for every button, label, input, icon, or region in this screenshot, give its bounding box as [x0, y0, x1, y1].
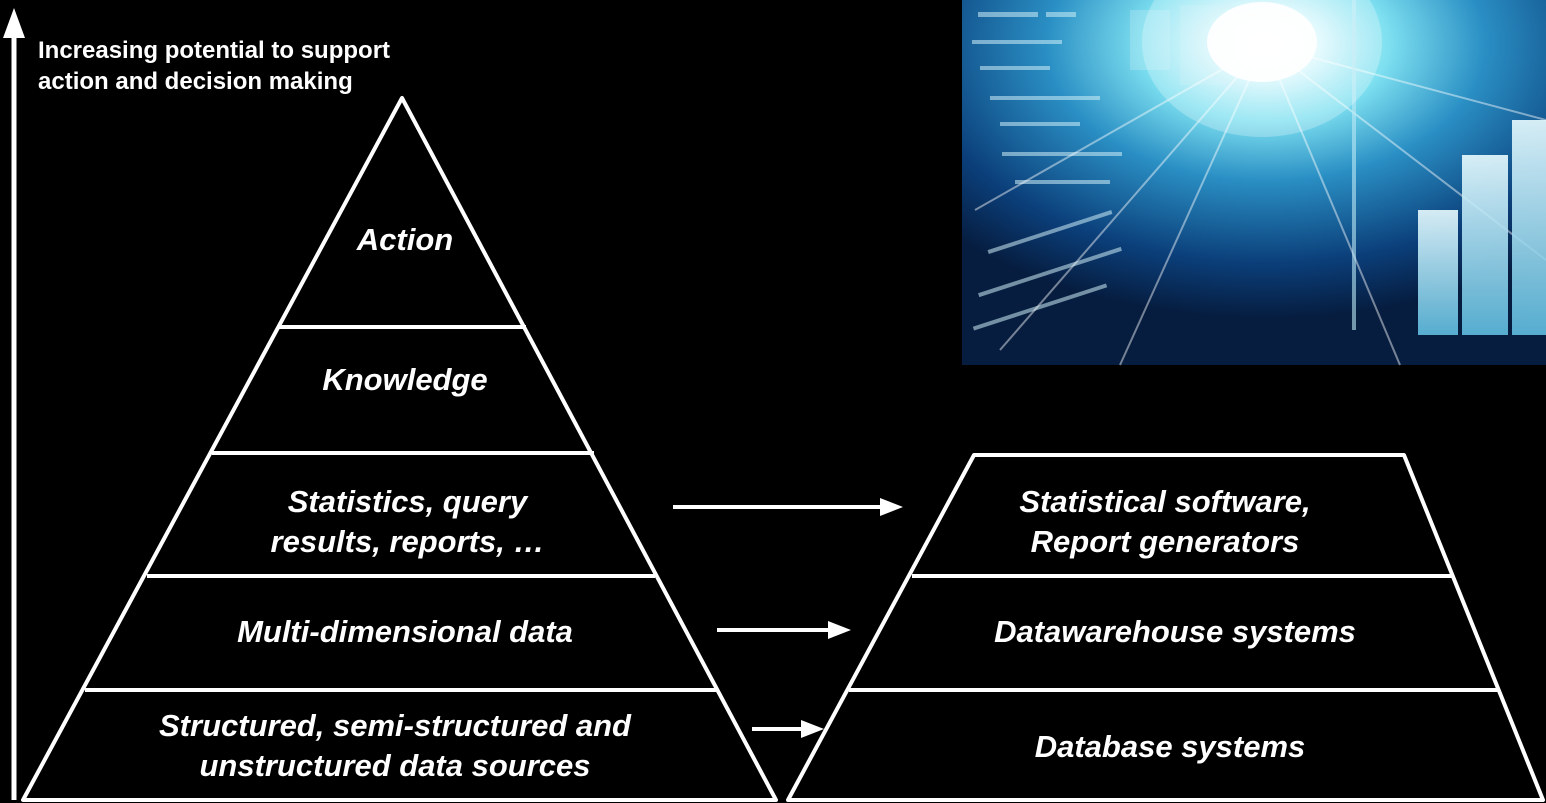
pyramid — [21, 96, 778, 802]
systems-trapezoid — [786, 453, 1545, 802]
pyramid-level-label: Structured, semi-structured and unstruct… — [159, 708, 631, 783]
systems-level-label: Statistical software, Report generators — [1019, 484, 1311, 559]
arrow-multidim-to-datawarehouse — [717, 621, 851, 639]
pyramid-level-multidimensional: Multi-dimensional data — [170, 612, 640, 652]
vertical-axis-arrow — [3, 8, 25, 800]
pyramid-level-label: Knowledge — [322, 362, 488, 397]
systems-level-label: Datawarehouse systems — [994, 614, 1356, 649]
pyramid-level-label: Statistics, query results, reports, … — [270, 484, 545, 559]
axis-caption-text: Increasing potential to support action a… — [38, 37, 391, 95]
pyramid-level-label: Multi-dimensional data — [237, 614, 573, 649]
pyramid-level-data-sources: Structured, semi-structured and unstruct… — [95, 706, 695, 786]
systems-level-database: Database systems — [960, 727, 1380, 767]
connector-arrows — [673, 498, 903, 738]
pyramid-level-statistics: Statistics, query results, reports, … — [245, 482, 570, 562]
pyramid-level-label: Action — [356, 222, 454, 257]
axis-caption: Increasing potential to support action a… — [38, 35, 398, 97]
arrow-statistics-to-software — [673, 498, 903, 516]
systems-level-datawarehouse: Datawarehouse systems — [935, 612, 1415, 652]
systems-level-statistical-software: Statistical software, Report generators — [985, 482, 1345, 562]
systems-level-label: Database systems — [1034, 729, 1306, 764]
pyramid-level-knowledge: Knowledge — [280, 360, 530, 400]
pyramid-level-action: Action — [330, 220, 480, 260]
arrow-sources-to-database — [752, 720, 824, 738]
analytics-chart-image — [962, 0, 1546, 366]
